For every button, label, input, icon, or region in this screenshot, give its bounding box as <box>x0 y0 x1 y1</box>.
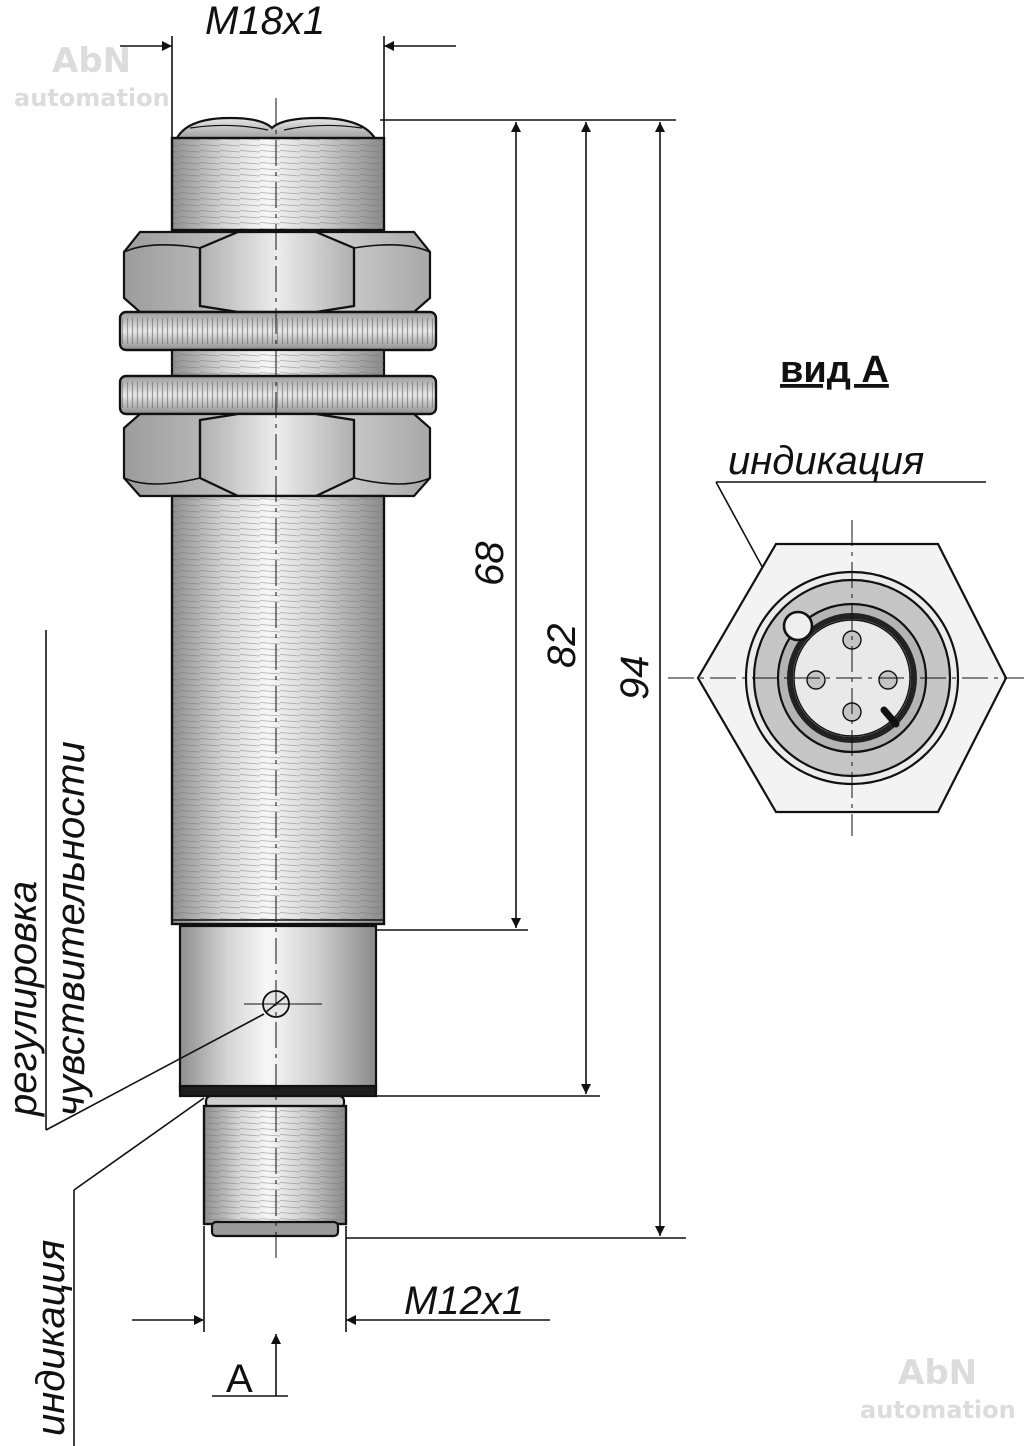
side-indication-label: индикация <box>29 1240 73 1436</box>
watermark-tagline: automation <box>14 84 170 112</box>
watermark-brand: AbN <box>52 41 131 81</box>
sensor-side-view <box>118 116 438 1238</box>
dimension-68: 68 <box>468 541 512 586</box>
sensitivity-label-line2: чувствительности <box>49 741 93 1116</box>
upper-hex-nut <box>122 230 432 314</box>
watermark-tagline: automation <box>860 1396 1016 1424</box>
lower-hex-nut <box>122 412 432 498</box>
sensitivity-label-line1: регулировка <box>1 881 45 1117</box>
view-arrow-label: А <box>226 1357 253 1401</box>
view-indication-label: индикация <box>728 439 924 483</box>
view-a-title: вид А <box>780 349 889 391</box>
watermark-bottom-right: AbN automation <box>860 1353 1016 1424</box>
dimension-94: 94 <box>613 656 657 701</box>
thread-top-label: M18x1 <box>205 0 325 43</box>
dimension-lines <box>45 36 686 1446</box>
watermark-top-left: AbN automation <box>14 41 170 112</box>
thread-bottom-label: M12x1 <box>404 1279 524 1323</box>
dimension-82: 82 <box>540 624 584 669</box>
watermark-brand: AbN <box>898 1353 977 1393</box>
